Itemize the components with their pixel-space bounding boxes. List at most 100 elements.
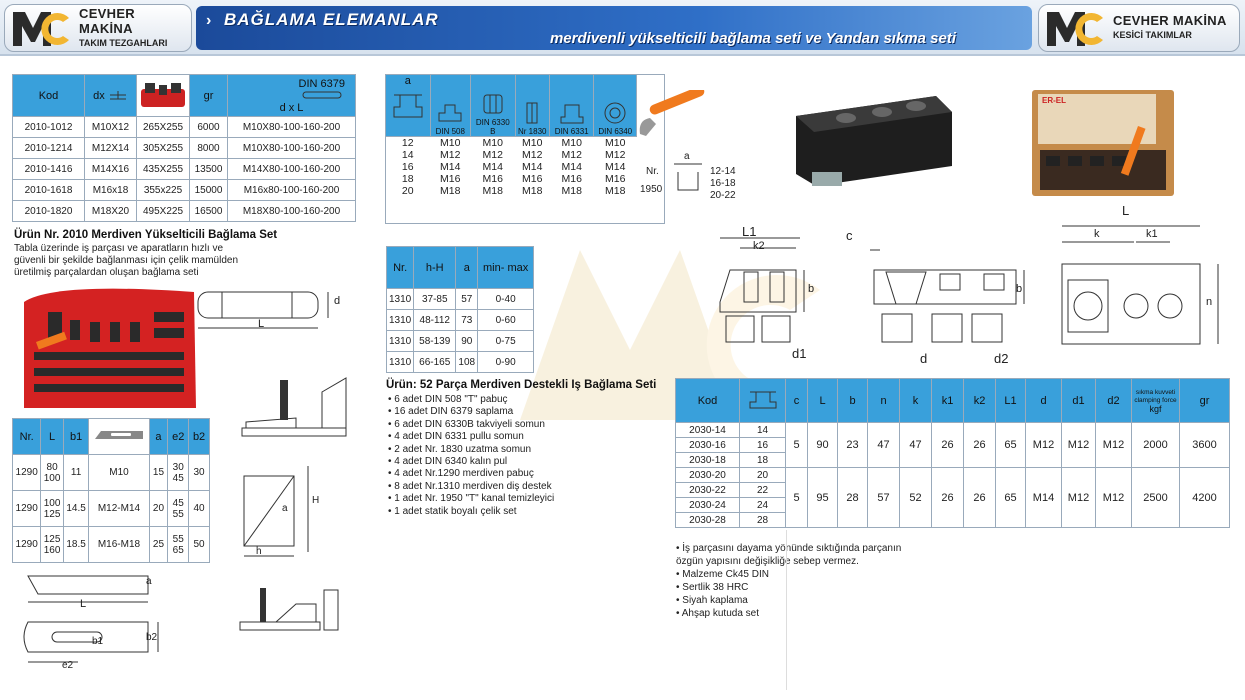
table-cell: 0-40 — [477, 288, 534, 310]
side-d2-label: d2 — [994, 351, 1009, 366]
table-cell: 6000 — [189, 116, 228, 138]
table-cell: 18 — [401, 173, 414, 185]
side-d-label: d — [920, 351, 928, 366]
stud-drawing-icon — [302, 91, 341, 98]
table-cell: 0-60 — [477, 309, 534, 331]
clamp-b1-label: b1 — [92, 636, 104, 647]
table-cell: M10 — [522, 137, 543, 149]
table-cell: M18 — [440, 185, 461, 197]
col-nr: Nr. — [11, 418, 42, 455]
table-cell: M18X80-100-160-200 — [227, 200, 356, 222]
note-line: • İş parçasını dayama yönünde sıktığında… — [676, 543, 902, 554]
table-cell: 20 — [401, 185, 414, 197]
table-cell: 73 — [455, 309, 479, 331]
list-item: • 4 adet DIN 6340 kalın pul — [388, 456, 508, 468]
table-cell: M18X20 — [84, 200, 137, 222]
col-l: L — [40, 418, 64, 455]
stud-l-label: L — [258, 318, 265, 330]
table-header-row: Nr. h-H a min- max — [385, 246, 534, 289]
table-cell: 435X255 — [136, 158, 190, 180]
din-label: DIN 6379 — [298, 77, 345, 90]
table-cell: 1310 — [385, 330, 415, 352]
table-cell: 24 — [739, 497, 786, 513]
table-cell: M16 — [522, 173, 543, 185]
col-hh: h-H — [413, 246, 457, 289]
table-cell: 1310 — [385, 288, 415, 310]
collar-nut-icon — [560, 104, 584, 124]
list-item: • 4 adet Nr.1290 merdiven pabuç — [388, 468, 534, 480]
stud-drawing — [197, 291, 329, 329]
table-cell: M12 — [482, 149, 503, 161]
page-header: CEVHER MAKİNA TAKIM TEZGAHLARI › BAĞLAMA… — [0, 0, 1245, 56]
set-photo-icon — [141, 83, 185, 107]
table-cell: 15000 — [189, 179, 228, 201]
force-label: sıkma kuvveti — [1135, 388, 1176, 396]
table-cell: 28 — [837, 467, 868, 528]
side-l1-label: L1 — [742, 224, 757, 239]
coupling-nut-icon — [526, 102, 538, 124]
table-cell: 57 — [455, 288, 479, 310]
table-cell: M12 — [1061, 467, 1096, 528]
clamp-b2-label: b2 — [146, 632, 158, 643]
table-cell: M10 — [561, 137, 582, 149]
tool-profile-icon — [674, 163, 702, 191]
note-line: • Siyah kaplama — [676, 595, 748, 606]
table-cell: 37-85 — [413, 288, 457, 310]
table-cell: M14 — [440, 161, 461, 173]
table-cell: 18.5 — [62, 526, 90, 563]
list-item: • 4 adet DIN 6331 pullu somun — [388, 431, 524, 443]
table-cell: M10 — [88, 454, 150, 491]
side-clamp-side-drawing — [870, 249, 1025, 343]
table-cell: M16x18 — [84, 179, 137, 201]
table-cell: 14.5 — [62, 490, 90, 527]
divider — [786, 530, 787, 690]
col-d: d — [1025, 378, 1062, 423]
product-2010-desc: Tabla üzerinde iş parçası ve aparatların… — [14, 243, 238, 279]
col-k1: k1 — [931, 378, 964, 423]
table-cell: M12 — [561, 149, 582, 161]
side-k2-label: k2 — [753, 240, 765, 252]
table-cell: M14 — [482, 161, 503, 173]
block-h-small-label: h — [256, 546, 262, 557]
table-cell: M12X14 — [84, 137, 137, 159]
table-cell: 0-75 — [477, 330, 534, 352]
table-cell: 26 — [931, 422, 964, 468]
table-cell: 2030-18 — [675, 452, 740, 468]
side-c-label: c — [846, 228, 853, 243]
left-logo: CEVHER MAKİNA TAKIM TEZGAHLARI — [4, 4, 192, 52]
wooden-box-photo — [1032, 90, 1174, 196]
table-cell: 1310 — [385, 309, 415, 331]
col-d2: d2 — [1095, 378, 1132, 423]
table-header-row: Kod dx gr DIN 6379 d x L — [12, 74, 356, 117]
nut-table: a DIN 508 DIN 6330 B Nr 1830 DIN 6331 DI… — [385, 74, 637, 197]
col-n: n — [867, 378, 900, 423]
table-cell: 265X255 — [136, 116, 190, 138]
table-cell: 2000 — [1131, 422, 1180, 468]
col-l: L — [807, 378, 838, 423]
list-item: • 1 adet statik boyalı çelik set — [388, 505, 517, 517]
tool-sizes: 12-14 16-18 20-22 — [710, 166, 736, 201]
table-cell: 2030-14 — [675, 422, 740, 438]
block-h-label: H — [312, 495, 320, 506]
table-cell: 2030-20 — [675, 467, 740, 483]
col-slot — [739, 378, 786, 423]
note-line: • Ahşap kutuda set — [676, 608, 760, 619]
product-52-list: • 6 adet DIN 508 "T" pabuç• 16 adet DIN … — [388, 394, 554, 518]
table-cell: 108 — [455, 351, 479, 373]
col-b1: b1 — [62, 418, 90, 455]
table-cell: 48-112 — [413, 309, 457, 331]
list-item: • 6 adet DIN 6330B takviyeli somun — [388, 418, 545, 430]
table-cell: 2030-28 — [675, 512, 740, 528]
